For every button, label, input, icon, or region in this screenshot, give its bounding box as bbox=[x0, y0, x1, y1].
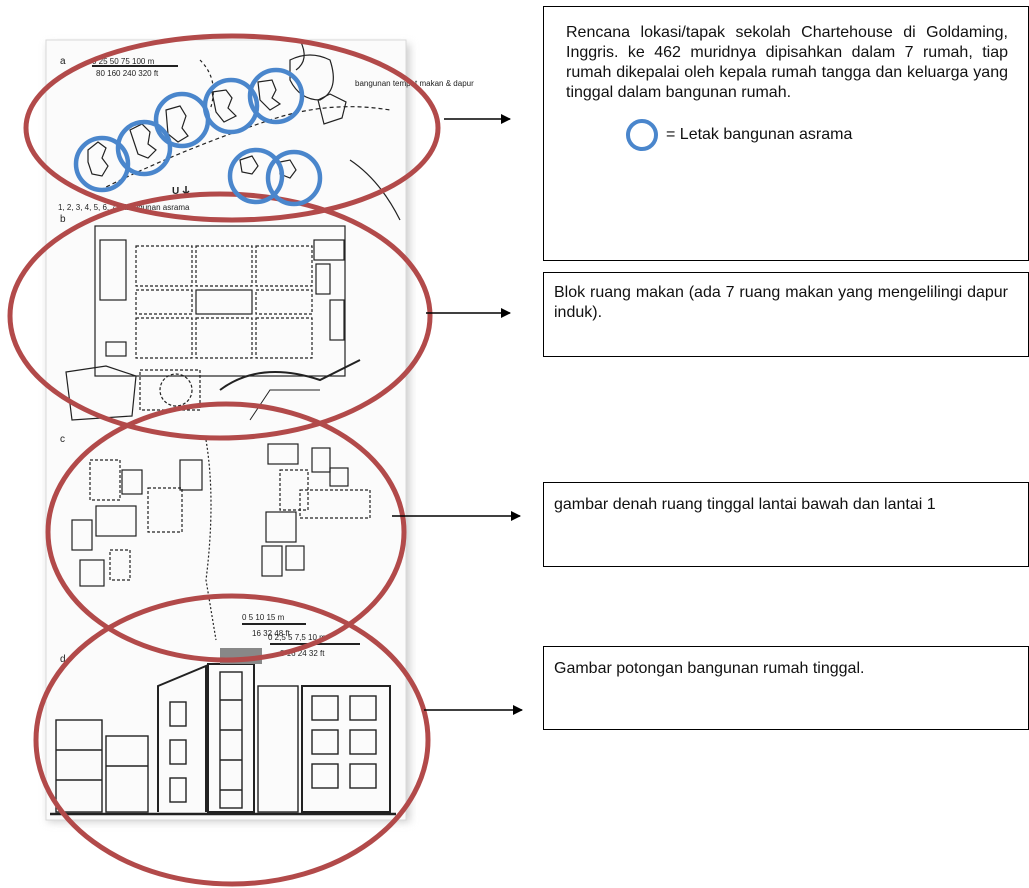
dorm-marker-2 bbox=[115, 119, 173, 177]
dorm-marker-6 bbox=[227, 147, 285, 205]
annotation-box-site-plan: Rencana lokasi/tapak sekolah Chartehouse… bbox=[543, 6, 1029, 261]
legend: = Letak bangunan asrama bbox=[626, 119, 1008, 151]
section-drawing: d 0 2,5 5 7,5 10 m 8 16 24 32 ft bbox=[50, 633, 396, 816]
dorm-marker-7 bbox=[265, 149, 323, 207]
dorm-marker-4 bbox=[202, 77, 260, 135]
scale-c-feet: 16 32 48 ft bbox=[252, 629, 291, 638]
scale-d-feet: 8 16 24 32 ft bbox=[280, 649, 325, 658]
panel-a-label: a bbox=[60, 56, 66, 67]
region-ellipses bbox=[7, 33, 441, 887]
dorm-marker-1 bbox=[73, 135, 131, 193]
panel-d-label: d bbox=[60, 654, 66, 665]
region-ellipse-floor-plan bbox=[45, 401, 407, 663]
north-label: U bbox=[172, 186, 179, 197]
region-ellipse-section bbox=[33, 593, 431, 887]
legend-label: = Letak bangunan asrama bbox=[666, 126, 853, 143]
scale-c-meters: 0 5 10 15 m bbox=[242, 613, 285, 622]
scale-a-feet: 80 160 240 320 ft bbox=[96, 69, 159, 78]
dining-block-drawing: b bbox=[60, 214, 361, 421]
annotation-section-text: Gambar potongan bangunan rumah tinggal. bbox=[554, 660, 865, 677]
drawing-panel bbox=[45, 39, 407, 821]
annotation-floor-plan-text: gambar denah ruang tinggal lantai bawah … bbox=[554, 496, 936, 513]
scale-a-meters: 0 25 50 75 100 m bbox=[92, 57, 155, 66]
legend-circle-icon bbox=[626, 119, 658, 151]
annotation-box-floor-plan: gambar denah ruang tinggal lantai bawah … bbox=[543, 482, 1029, 567]
annotation-box-section: Gambar potongan bangunan rumah tinggal. bbox=[543, 646, 1029, 730]
scale-d-meters: 0 2,5 5 7,5 10 m bbox=[268, 633, 326, 642]
panel-b-label: b bbox=[60, 214, 66, 225]
region-ellipse-site-plan bbox=[23, 33, 441, 223]
dorm-markers bbox=[73, 67, 323, 207]
annotation-box-dining-block: Blok ruang makan (ada 7 ruang makan yang… bbox=[543, 272, 1029, 357]
dorm-marker-5 bbox=[247, 67, 305, 125]
connector-arrows bbox=[392, 114, 523, 715]
region-ellipse-dining-block bbox=[7, 191, 433, 441]
floor-plan-drawing: c 0 5 10 15 m 16 32 48 ft bbox=[60, 434, 371, 641]
annotation-dining-block-text: Blok ruang makan (ada 7 ruang makan yang… bbox=[554, 284, 1008, 321]
panel-c-label: c bbox=[60, 434, 65, 445]
annotation-site-plan-text: Rencana lokasi/tapak sekolah Chartehouse… bbox=[566, 24, 1008, 101]
